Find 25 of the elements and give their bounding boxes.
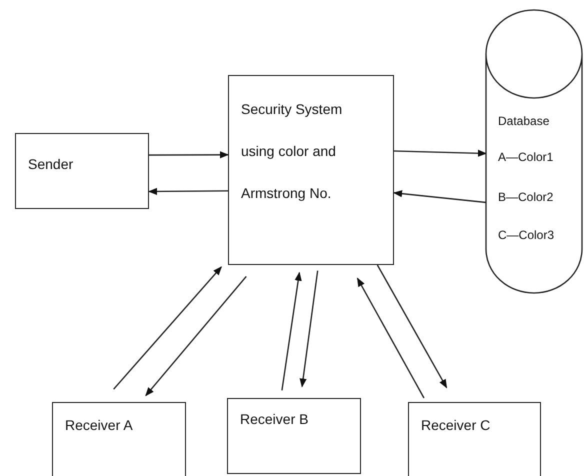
arrow: [394, 150, 487, 157]
process-box: [52, 402, 186, 476]
entry-text: A—Color1: [498, 150, 554, 164]
process-box: [408, 402, 541, 476]
arrow: [145, 276, 247, 396]
arrow: [148, 188, 228, 196]
entry-text: C—Color3: [498, 228, 554, 242]
label-text: Database: [498, 114, 550, 128]
label-text: Security System using color and Armstrong No.: [241, 100, 344, 203]
process-box: [15, 133, 149, 209]
arrow: [113, 266, 222, 390]
arrow: [300, 270, 318, 388]
process-box: [227, 398, 361, 474]
label-text: Receiver B: [240, 411, 308, 427]
arrow: [376, 264, 448, 388]
entry-text: B—Color2: [498, 190, 554, 204]
database-cylinder: [486, 10, 582, 293]
label-text: Sender: [28, 156, 74, 172]
arrow: [281, 272, 302, 390]
arrow: [393, 190, 486, 204]
label-text: Receiver A: [65, 417, 133, 433]
arrow: [149, 151, 229, 158]
label-text: Receiver C: [421, 417, 490, 433]
arrow: [356, 278, 425, 398]
process-box: [228, 75, 394, 265]
